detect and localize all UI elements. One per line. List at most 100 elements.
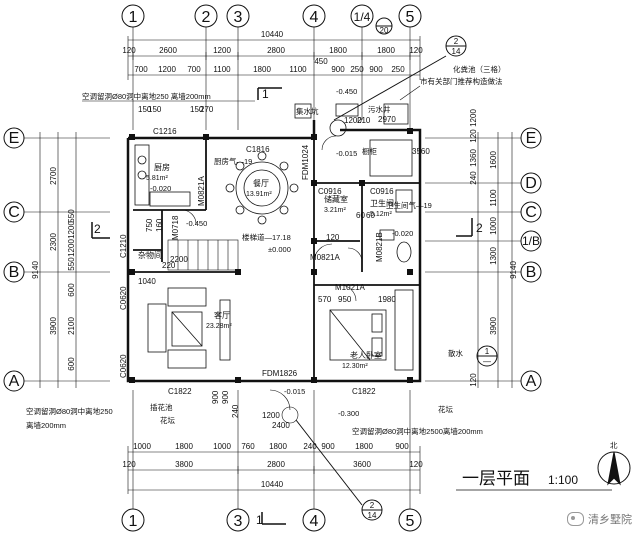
wechat-icon bbox=[567, 512, 584, 526]
room-storage: 储藏室 bbox=[324, 194, 348, 204]
level-015a: -0.015 bbox=[336, 149, 357, 158]
dim-top-r1-1: 2600 bbox=[159, 46, 177, 55]
axis-bottom-4: 4 bbox=[310, 513, 319, 530]
outdoor-top-features bbox=[294, 103, 413, 177]
dim-top-r2-6: 450 bbox=[314, 57, 328, 66]
planter-label: 插花池 bbox=[150, 402, 173, 412]
dim-left-inner-0: 1200 bbox=[67, 221, 76, 239]
dimension-lines-bottom bbox=[127, 446, 421, 494]
dim-bot-r2-4: 120 bbox=[409, 460, 423, 469]
label-m1021a: M1021A bbox=[335, 283, 365, 292]
dim-bot-r1-5: 240 bbox=[303, 442, 317, 451]
bathroom-fixtures bbox=[379, 189, 413, 263]
detail-top-num: 2 bbox=[454, 37, 459, 46]
axis-bubbles-left bbox=[3, 127, 25, 392]
level-450b: -0.450 bbox=[186, 219, 207, 228]
room-kitchen-area: 5.81m² bbox=[146, 175, 168, 182]
dim-misc-11: 750 bbox=[145, 218, 154, 232]
label-m0718: M0718 bbox=[171, 215, 180, 240]
dim-right-inner-3: 120 bbox=[469, 129, 478, 143]
axis-bottom-3: 3 bbox=[234, 513, 243, 530]
dim-misc-9: 900 bbox=[221, 390, 230, 404]
dim-misc-14: 60 bbox=[356, 211, 365, 220]
dim-bot-r1-7: 1800 bbox=[355, 442, 373, 451]
dim-misc-16: 220 bbox=[162, 261, 176, 270]
gas-pool-label: 化粪池（三格） bbox=[453, 64, 506, 74]
kitchen-vent-label: 厨房气—19 bbox=[214, 156, 252, 166]
level-015b: -0.015 bbox=[284, 387, 305, 396]
axis-guide-lines bbox=[24, 27, 521, 509]
water-tank-label: 集水坑 bbox=[296, 106, 319, 116]
dim-bot-r1-4: 1800 bbox=[269, 442, 287, 451]
zero-level-label: ±0.000 bbox=[268, 245, 291, 254]
dim-misc-3: 570 bbox=[318, 295, 332, 304]
detail-bottom-num: 2 bbox=[370, 501, 375, 510]
axis-top-1: 1 bbox=[129, 9, 138, 26]
dim-right-outer-0: 1600 bbox=[489, 151, 498, 169]
axis-bubbles-right bbox=[520, 127, 542, 392]
dim-top-r2-5: 1100 bbox=[289, 65, 307, 74]
label-m0821b: M0821B bbox=[375, 232, 384, 262]
dim-top-r1-6: 120 bbox=[409, 46, 423, 55]
axis-right-e: E bbox=[526, 130, 537, 147]
dim-top-small-0: 150 bbox=[138, 105, 152, 114]
dim-top-r2-9: 900 bbox=[369, 65, 383, 74]
section-2-left: 2 bbox=[94, 222, 101, 236]
room-storage-area: 3.21m² bbox=[324, 207, 346, 214]
flower-bed-right: 花坛 bbox=[438, 404, 453, 414]
dim-left-inner-6: 600 bbox=[67, 357, 76, 371]
drawing-title: 一层平面 bbox=[462, 469, 530, 488]
dim-right-inner-4: 120 bbox=[469, 373, 478, 387]
septic-label: 污水井 bbox=[368, 104, 391, 114]
dim-bot-r1-8: 900 bbox=[395, 442, 409, 451]
dim-top-small-2: 150 bbox=[190, 105, 204, 114]
dim-bot-r1-6: 900 bbox=[321, 442, 335, 451]
dim-bot-r1-2: 1000 bbox=[213, 442, 231, 451]
axis-top-1-4: 1/4 bbox=[354, 10, 371, 24]
label-c0916-a: C0916 bbox=[318, 187, 342, 196]
axis-bottom-1: 1 bbox=[129, 513, 138, 530]
axis-right-c: C bbox=[525, 204, 537, 221]
level-020a: -0.020 bbox=[150, 184, 171, 193]
ac-note-top: 空调留洞Ø80洞中离地250 离墙200mm bbox=[82, 91, 211, 101]
dim-top-r2-8: 250 bbox=[350, 65, 364, 74]
axis-right-a: A bbox=[526, 373, 537, 390]
level-020b: -0.020 bbox=[392, 229, 413, 238]
detail-top-den: 14 bbox=[452, 47, 461, 56]
dim-top-small-3: 270 bbox=[200, 105, 214, 114]
flower-bed-left: 花坛 bbox=[160, 415, 175, 425]
axis-left-e: E bbox=[9, 130, 20, 147]
dim-top-r1-2: 1200 bbox=[213, 46, 231, 55]
axis-top-3: 3 bbox=[234, 9, 243, 26]
dim-right-outer-3: 1300 bbox=[489, 247, 498, 265]
dim-misc-4: 950 bbox=[338, 295, 352, 304]
axis-right-d: D bbox=[525, 175, 537, 192]
dim-right-outer-1: 1100 bbox=[489, 189, 498, 207]
axis-top-4: 4 bbox=[310, 9, 319, 26]
dim-top-r1-3: 2800 bbox=[267, 46, 285, 55]
north-arrow-icon bbox=[597, 451, 631, 486]
dim-right-outer-4: 3900 bbox=[489, 317, 498, 335]
dim-misc-6: 1200 bbox=[262, 411, 280, 420]
label-c0916-b: C0916 bbox=[370, 187, 394, 196]
dim-misc-10: 240 bbox=[231, 404, 240, 418]
dim-top-r2-1: 1200 bbox=[158, 65, 176, 74]
section-marker-left bbox=[91, 218, 473, 525]
room-bathroom-area: 5.12m² bbox=[370, 211, 392, 218]
detail-right-num: 1 bbox=[485, 347, 490, 356]
room-living: 客厅 bbox=[214, 310, 230, 320]
detail-bubble-bottom bbox=[295, 419, 383, 521]
axis-left-c: C bbox=[8, 204, 20, 221]
dim-bot-r1-1: 1800 bbox=[175, 442, 193, 451]
dim-top-r2-0: 700 bbox=[134, 65, 148, 74]
dim-right-inner-0: 1200 bbox=[469, 109, 478, 127]
dim-left-outer-0: 2700 bbox=[49, 167, 58, 185]
label-c1822-b: C1822 bbox=[352, 387, 376, 396]
dim-top-r1-4: 1800 bbox=[329, 46, 347, 55]
label-c1216: C1216 bbox=[153, 127, 177, 136]
room-dining: 餐厅 bbox=[253, 179, 269, 188]
dim-right-total: 9140 bbox=[509, 261, 518, 279]
bath-vent-label: 卫生间气—19 bbox=[386, 200, 432, 210]
dim-top-small-1: 150 bbox=[148, 105, 162, 114]
